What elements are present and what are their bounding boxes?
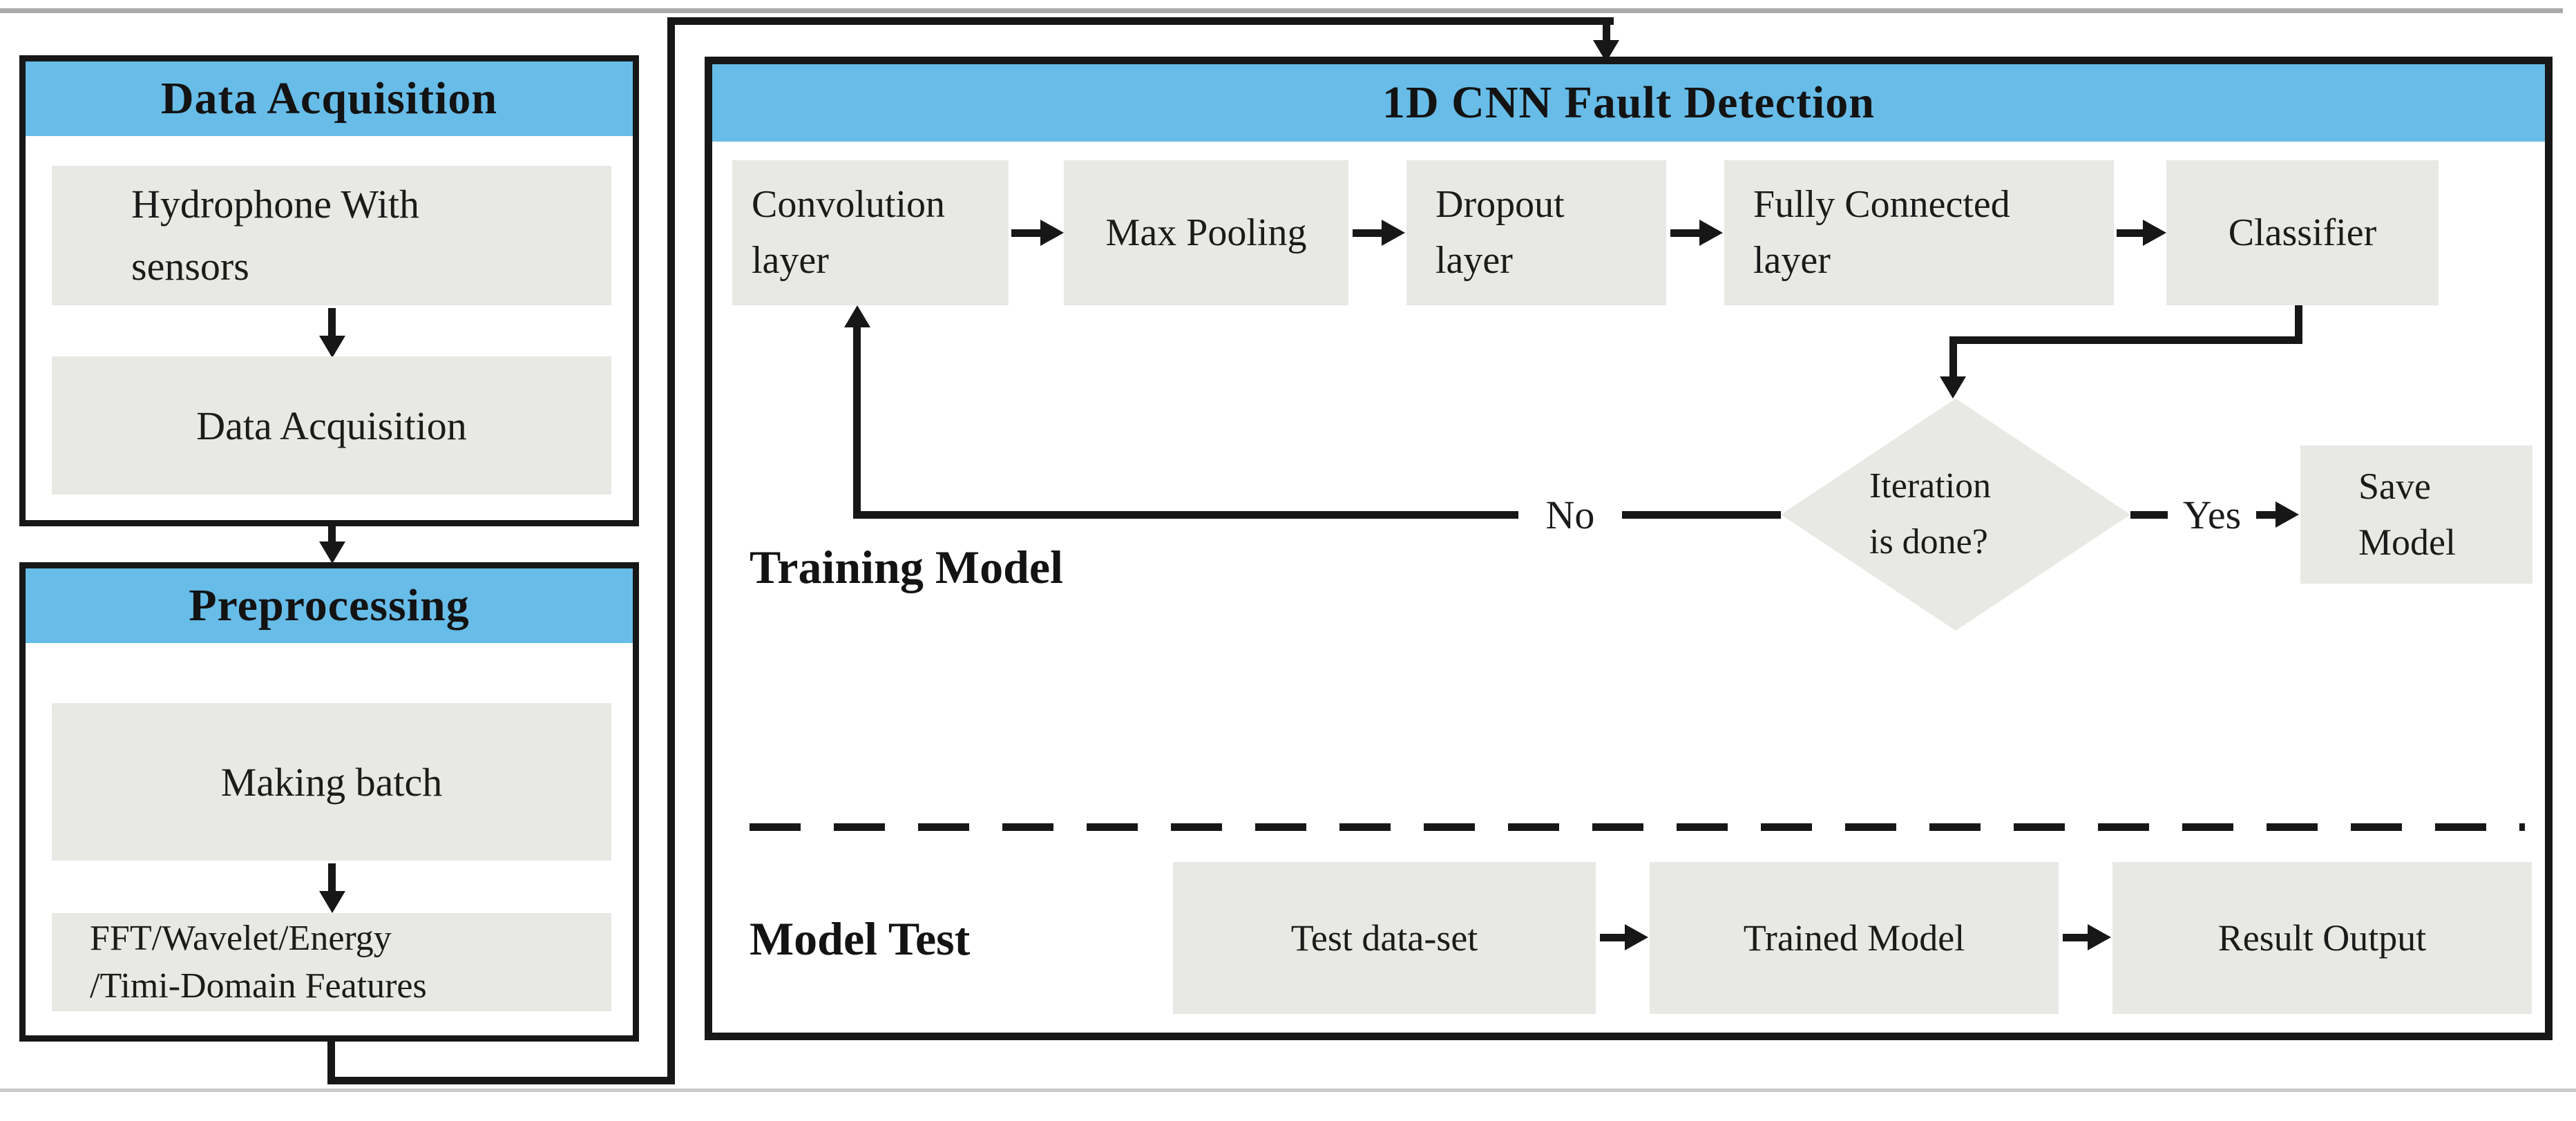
box-trained-model: Trained Model bbox=[1650, 862, 2059, 1014]
edge-label-no: No bbox=[1518, 488, 1622, 542]
decision-text-line: Iteration bbox=[1869, 466, 1992, 506]
training-model-label: Training Model bbox=[750, 540, 1063, 595]
box-classifier: Classifier bbox=[2166, 160, 2439, 305]
arrowhead-right-icon bbox=[1040, 220, 1064, 246]
section-label-text: Model Test bbox=[750, 912, 971, 965]
arrowhead-down-icon bbox=[319, 336, 345, 358]
arrow-maxpool-to-dropout-shaft bbox=[1353, 229, 1383, 237]
box-text-line: layer bbox=[1753, 239, 1831, 282]
arrowhead-right-icon bbox=[2276, 501, 2299, 528]
box-text-line: sensors bbox=[131, 244, 249, 289]
arrow-conv-to-maxpool-shaft bbox=[1011, 229, 1042, 237]
connector-preprocessing-bottom-horizontal bbox=[327, 1077, 675, 1084]
arrow-batch-to-fft-shaft bbox=[328, 863, 336, 892]
box-text-line: layer bbox=[752, 239, 829, 282]
box-making-batch: Making batch bbox=[52, 703, 611, 861]
box-test-dataset: Test data-set bbox=[1173, 862, 1596, 1014]
arrow-fc-to-classifier-shaft bbox=[2117, 229, 2144, 237]
edge-label-yes: Yes bbox=[2168, 488, 2256, 542]
panel-cnn-title: 1D CNN Fault Detection bbox=[712, 64, 2545, 142]
box-text-line: Fully Connected bbox=[1753, 182, 2010, 226]
box-text-line: Making batch bbox=[220, 759, 443, 805]
arrowhead-right-icon bbox=[1625, 924, 1648, 950]
top-divider bbox=[0, 8, 2563, 13]
box-convolution-layer: Convolution layer bbox=[732, 160, 1009, 305]
connector-classifier-left bbox=[1949, 336, 2302, 344]
box-text-line: Hydrophone With bbox=[131, 182, 420, 227]
connector-no-vertical bbox=[853, 326, 861, 519]
arrow-dropout-to-fc-shaft bbox=[1670, 229, 1701, 237]
box-text-line: Data Acquisition bbox=[196, 403, 467, 448]
edge-label-text: Yes bbox=[2182, 492, 2242, 537]
box-fully-connected-layer: Fully Connected layer bbox=[1724, 160, 2114, 305]
panel-title-text: Preprocessing bbox=[189, 580, 470, 631]
connector-classifier-down bbox=[2295, 305, 2302, 344]
arrowhead-down-icon bbox=[319, 542, 345, 564]
arrowhead-right-icon bbox=[2088, 924, 2111, 950]
arrowhead-down-icon bbox=[319, 891, 345, 913]
box-dropout-layer: Dropout layer bbox=[1406, 160, 1666, 305]
box-text-line: Max Pooling bbox=[1105, 211, 1307, 254]
connector-preprocessing-bottom-stub bbox=[327, 1036, 335, 1084]
decision-text-line: is done? bbox=[1869, 522, 1988, 562]
box-text-line: Result Output bbox=[2217, 917, 2427, 959]
panel-title-text: Data Acquisition bbox=[160, 73, 498, 124]
arrowhead-up-icon bbox=[844, 305, 870, 327]
panel-title-text: 1D CNN Fault Detection bbox=[1382, 77, 1876, 128]
box-text-line: Test data-set bbox=[1290, 917, 1478, 959]
model-test-label: Model Test bbox=[750, 912, 970, 966]
box-fft-features: FFT/Wavelet/Energy /Timi-Domain Features bbox=[52, 913, 611, 1011]
box-text-line: FFT/Wavelet/Energy bbox=[90, 918, 392, 958]
arrowhead-down-icon bbox=[1940, 376, 1966, 399]
connector-preprocessing-to-cnn-vertical bbox=[667, 17, 675, 1084]
box-result-output: Result Output bbox=[2112, 862, 2532, 1014]
panel-data-acquisition-title: Data Acquisition bbox=[26, 61, 633, 136]
connector-cnn-entry-stub bbox=[1603, 17, 1610, 42]
section-label-text: Training Model bbox=[750, 541, 1063, 593]
arrowhead-right-icon bbox=[2143, 220, 2166, 246]
connector-no-horizontal bbox=[857, 511, 1781, 519]
box-text-line: Model bbox=[2358, 521, 2456, 563]
arrow-testset-to-trained-shaft bbox=[1600, 934, 1626, 941]
arrow-hydrophone-to-daq-shaft bbox=[328, 308, 336, 337]
box-text-line: layer bbox=[1435, 239, 1513, 282]
box-text-line: Save bbox=[2358, 466, 2431, 507]
arrow-trained-to-result-shaft bbox=[2063, 934, 2089, 941]
box-text-line: /Timi-Domain Features bbox=[90, 966, 427, 1006]
box-save-model: Save Model bbox=[2300, 445, 2532, 584]
box-text-line: Classifier bbox=[2228, 211, 2377, 254]
connector-preprocessing-to-cnn-top bbox=[667, 17, 1614, 25]
arrow-daq-to-preprocessing-shaft bbox=[328, 525, 336, 544]
box-data-acquisition: Data Acquisition bbox=[52, 356, 611, 495]
box-hydrophone-with-sensors: Hydrophone With sensors bbox=[52, 166, 611, 305]
panel-preprocessing-title: Preprocessing bbox=[26, 568, 633, 643]
box-text-line: Trained Model bbox=[1743, 917, 1965, 959]
edge-label-text: No bbox=[1545, 492, 1595, 537]
bottom-divider bbox=[0, 1089, 2576, 1092]
train-test-dashed-separator bbox=[750, 823, 2525, 831]
box-max-pooling: Max Pooling bbox=[1064, 160, 1348, 305]
connector-decision-entry bbox=[1949, 342, 1957, 378]
box-text-line: Dropout bbox=[1435, 182, 1565, 226]
arrowhead-right-icon bbox=[1699, 220, 1723, 246]
arrowhead-right-icon bbox=[1382, 220, 1405, 246]
box-text-line: Convolution bbox=[752, 182, 946, 226]
